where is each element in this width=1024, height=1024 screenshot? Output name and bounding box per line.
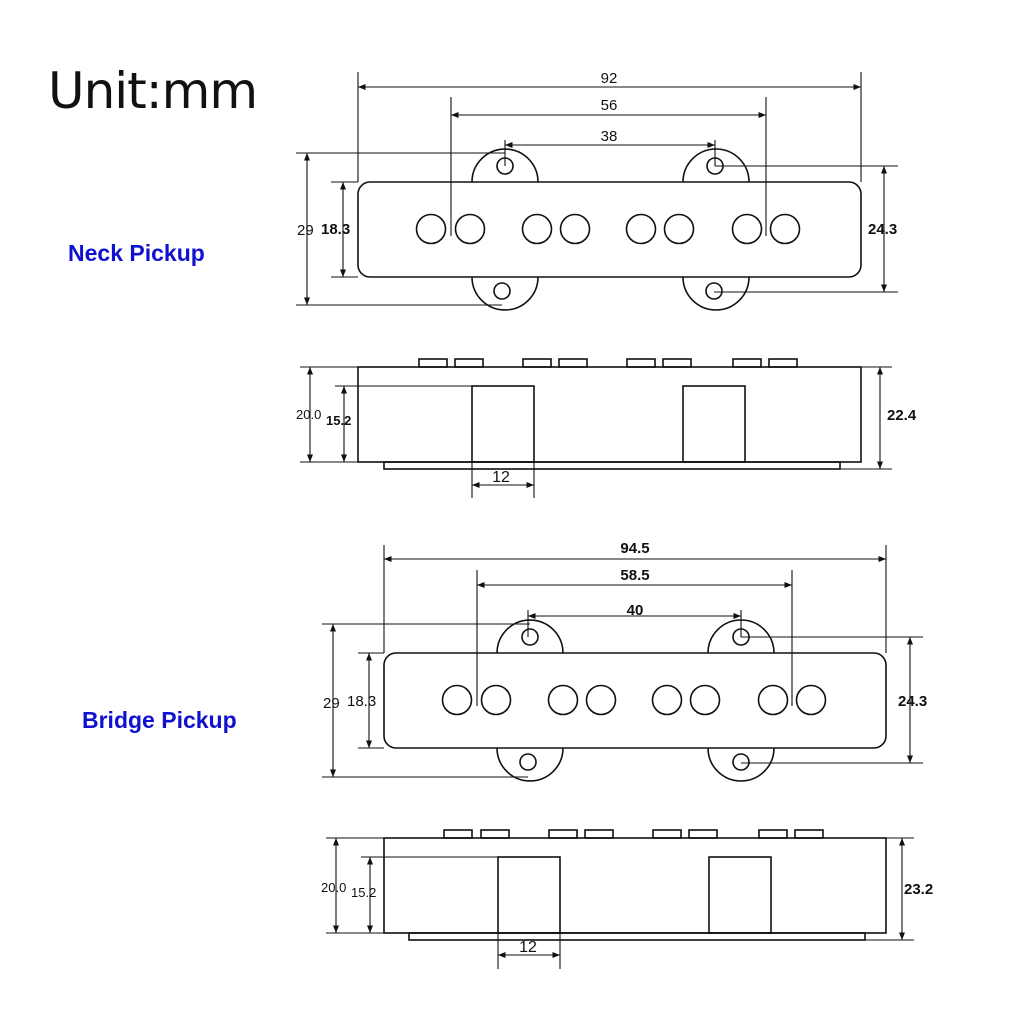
neck-pole-piece <box>415 213 447 245</box>
bridge-top-view <box>383 619 887 782</box>
neck-side-pole <box>418 358 448 368</box>
neck-side-pole <box>732 358 762 368</box>
bridge-pole-piece <box>651 684 683 716</box>
bridge-leg-width-label: 12 <box>519 939 537 956</box>
bridge-pole-piece <box>757 684 789 716</box>
neck-pole-piece <box>663 213 695 245</box>
neck-pickup-body <box>357 181 862 278</box>
neck-side-leg <box>471 385 535 463</box>
bridge-side-dimensions <box>326 837 914 969</box>
neck-side-leg <box>682 385 746 463</box>
neck-pole-piece <box>454 213 486 245</box>
bridge-pickup-label: Bridge Pickup <box>82 707 237 733</box>
neck-side-pole <box>558 358 588 368</box>
bridge-side-pole <box>794 829 824 839</box>
bridge-overall-length-label: 94.5 <box>620 540 649 557</box>
bridge-side-pole <box>688 829 718 839</box>
neck-pole-piece <box>559 213 591 245</box>
neck-side-pole <box>662 358 692 368</box>
neck-tab-bottom-right <box>682 276 750 311</box>
neck-total-height-label: 29 <box>297 222 314 239</box>
bridge-top-dimensions <box>322 545 923 778</box>
neck-pole-piece <box>521 213 553 245</box>
neck-body-height-label: 18.3 <box>321 221 350 238</box>
bridge-side-view <box>383 829 887 941</box>
neck-pole-span-label: 56 <box>601 97 618 114</box>
bridge-side-leg <box>708 856 772 934</box>
bridge-side-body-label: 15.2 <box>351 885 376 900</box>
bridge-side-baseplate <box>408 932 866 941</box>
neck-leg-width-label: 12 <box>492 469 510 486</box>
bridge-pole-piece <box>441 684 473 716</box>
bridge-side-total-label: 20.0 <box>321 880 346 895</box>
neck-side-pole <box>522 358 552 368</box>
bridge-total-height-label: 29 <box>323 695 340 712</box>
bridge-pickup-body <box>383 652 887 749</box>
neck-side-pole <box>768 358 798 368</box>
neck-tab-span-label: 24.3 <box>868 221 897 238</box>
neck-side-dimensions <box>300 366 892 498</box>
neck-pole-piece <box>625 213 657 245</box>
neck-mount-hole <box>705 282 723 300</box>
bridge-side-leg <box>497 856 561 934</box>
neck-hole-span-label: 38 <box>601 128 618 145</box>
bridge-side-pole <box>480 829 510 839</box>
neck-side-view <box>357 358 862 470</box>
bridge-pole-piece <box>795 684 827 716</box>
neck-pickup-label: Neck Pickup <box>68 240 205 266</box>
bridge-side-pole <box>443 829 473 839</box>
neck-tab-bottom-left <box>471 276 539 311</box>
bridge-mount-hole <box>521 628 539 646</box>
bridge-tab-bottom-right <box>707 747 775 782</box>
bridge-side-pole <box>758 829 788 839</box>
neck-side-pole <box>626 358 656 368</box>
bridge-tab-top-left <box>496 619 564 654</box>
neck-top-dimensions <box>296 72 898 306</box>
bridge-pole-span-label: 58.5 <box>620 567 649 584</box>
bridge-pole-piece <box>480 684 512 716</box>
neck-top-view <box>357 148 862 311</box>
bridge-hole-span-label: 40 <box>627 602 644 619</box>
bridge-pole-piece <box>585 684 617 716</box>
neck-side-pole <box>454 358 484 368</box>
bridge-tab-bottom-left <box>496 747 564 782</box>
bridge-side-pole <box>548 829 578 839</box>
neck-side-body-label: 15.2 <box>326 413 351 428</box>
bridge-pole-piece <box>689 684 721 716</box>
neck-tab-top-right <box>682 148 750 183</box>
bridge-side-body <box>383 837 887 934</box>
bridge-mount-hole <box>732 753 750 771</box>
bridge-side-pole <box>652 829 682 839</box>
bridge-body-height-label: 18.3 <box>347 693 376 710</box>
neck-mount-hole <box>493 282 511 300</box>
neck-overall-length-label: 92 <box>601 70 618 87</box>
neck-pole-piece <box>731 213 763 245</box>
neck-side-right-label: 22.4 <box>887 407 917 424</box>
neck-pole-piece <box>769 213 801 245</box>
neck-side-baseplate <box>383 461 841 470</box>
bridge-side-right-label: 23.2 <box>904 881 933 898</box>
neck-side-body <box>357 366 862 463</box>
bridge-mount-hole <box>519 753 537 771</box>
unit-title: Unit:mm <box>48 62 258 120</box>
bridge-pole-piece <box>547 684 579 716</box>
neck-side-total-label: 20.0 <box>296 407 321 422</box>
bridge-side-pole <box>584 829 614 839</box>
bridge-tab-span-label: 24.3 <box>898 693 927 710</box>
